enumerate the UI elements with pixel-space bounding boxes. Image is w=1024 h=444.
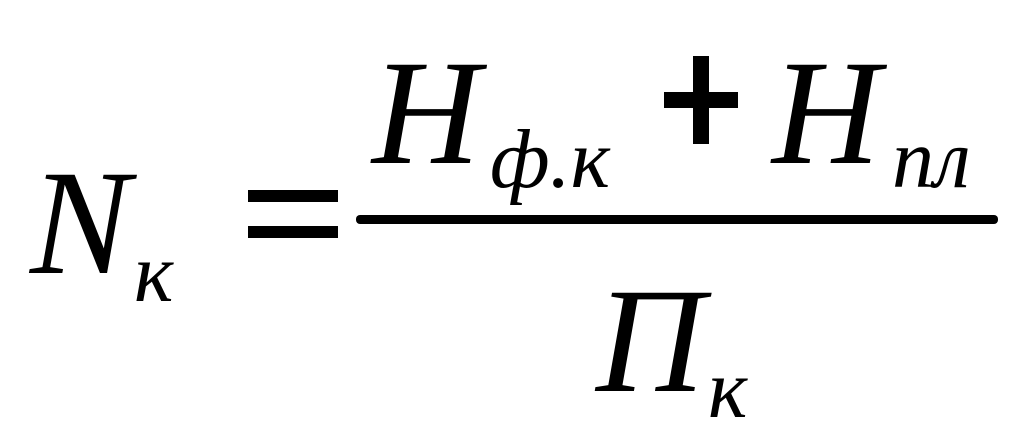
numerator-term2-subscript: пл (892, 113, 971, 206)
lhs-symbol: N (30, 140, 131, 306)
lhs-subscript: к (134, 227, 174, 320)
denominator-symbol: П (596, 258, 705, 424)
numerator-term1-symbol: H (372, 30, 481, 196)
numerator-term1-subscript: ф.к (490, 113, 610, 206)
denominator-subscript: к (708, 343, 748, 436)
fraction-bar (356, 215, 998, 224)
equals-sign (248, 190, 338, 242)
numerator-term2-symbol: H (772, 30, 881, 196)
plus-sign (664, 50, 738, 150)
